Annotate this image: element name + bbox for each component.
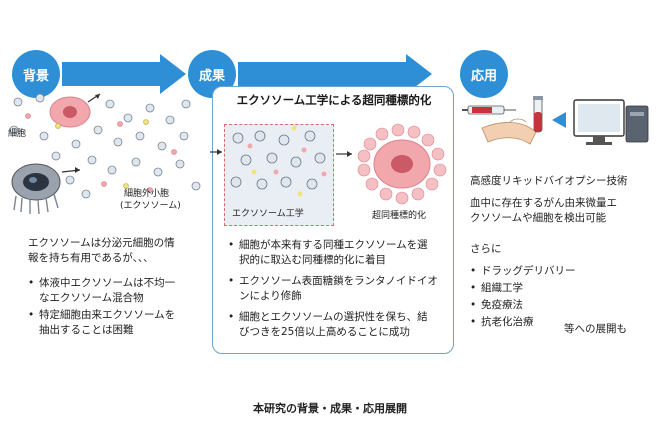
application-bullet-4: 抗老化治療 (470, 315, 590, 330)
target-label: 超同種標的化 (372, 211, 427, 221)
tumor-cell-icon (11, 163, 61, 215)
syringe-icon (462, 105, 516, 115)
stage-background-circle: 背景 (12, 50, 60, 98)
analyzer-monitor-icon (573, 99, 649, 145)
flow-arrow-1-head (160, 54, 186, 94)
application-bullets: ドラッグデリバリー 組織工学 免疫療法 抗老化治療 (470, 264, 590, 332)
stage-results-circle: 成果 (188, 50, 236, 98)
application-tech-desc: 血中に存在するがん由来微量エ クソソームや細胞を検出可能 (470, 197, 617, 224)
application-further: さらに (470, 243, 502, 255)
figure-caption: 本研究の背景・成果・応用展開 (253, 402, 407, 415)
application-bullet-3: 免疫療法 (470, 298, 590, 313)
results-title: エクソソーム工学による超同種標的化 (236, 93, 432, 107)
application-arrow-icon (552, 112, 566, 128)
arm-icon (481, 118, 537, 145)
application-tech-title: 高感度リキッドバイオプシー技術 (470, 175, 628, 187)
flow-arrow-1 (62, 62, 162, 86)
exosome-scatter-icons (9, 93, 201, 199)
stage-application-circle: 応用 (460, 50, 508, 98)
application-bullet-1: ドラッグデリバリー (470, 264, 590, 279)
vesicle-label-line2: (エクソソーム) (120, 201, 181, 211)
flow-arrow-2 (238, 62, 408, 86)
exosome-engineering-label: エクソソーム工学 (232, 209, 304, 219)
background-illustration (9, 93, 201, 215)
target-cell-icon (357, 123, 447, 205)
results-arrows (210, 149, 352, 157)
application-bullet-2: 組織工学 (470, 281, 590, 296)
application-suffix: 等への展開も (564, 323, 627, 335)
background-description: エクソソームは分泌元細胞の情 報を持ち有用であるが、、、 (28, 237, 175, 264)
blood-tube-icon (533, 96, 543, 133)
application-illustration (462, 96, 649, 145)
engineered-exosomes-icon (230, 125, 327, 197)
cell-label: 細胞 (8, 129, 27, 139)
vesicle-label-line1: 細胞外小胞 (124, 189, 170, 199)
